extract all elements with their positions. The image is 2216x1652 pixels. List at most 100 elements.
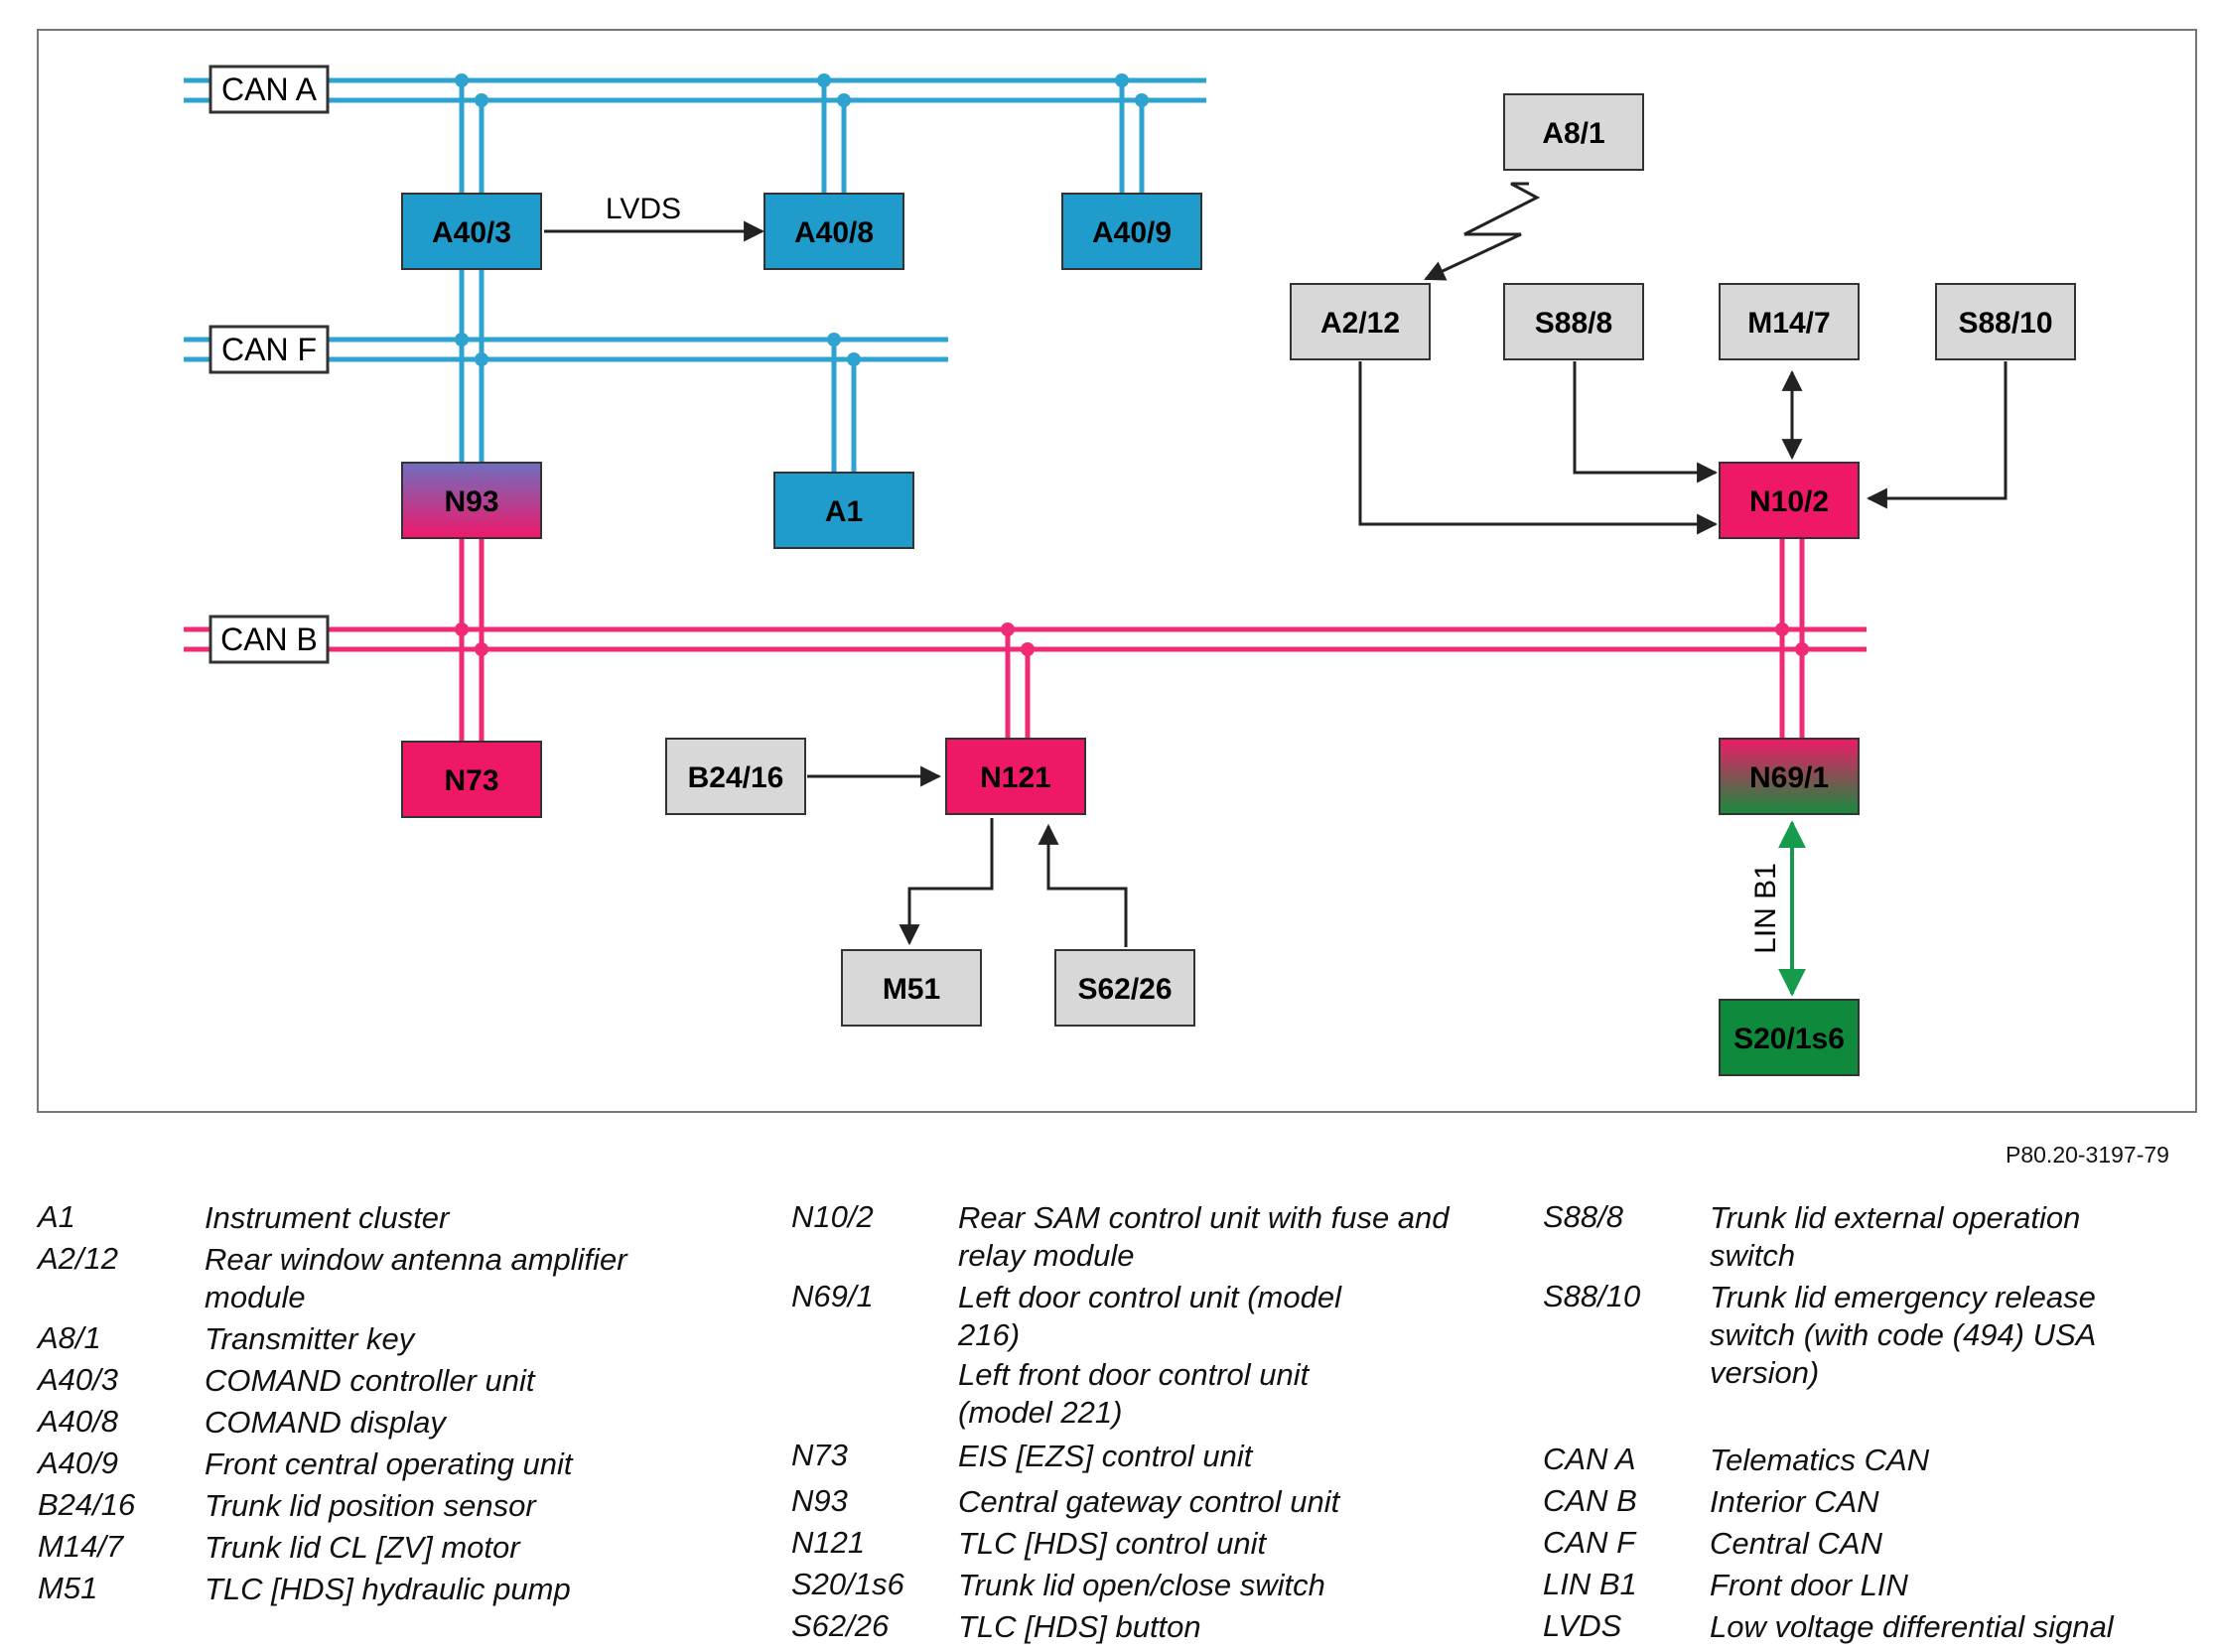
node-s88-8: S88/8 [1503,283,1644,360]
legend-desc: COMAND display [205,1405,446,1440]
legend-desc: COMAND controller unit [205,1363,535,1398]
node-a40-9: A40/9 [1061,193,1202,270]
legend-code: LIN B1 [1543,1567,1637,1601]
legend-code: N69/1 [791,1279,874,1313]
node-a40-8: A40/8 [763,193,904,270]
can-b-bus [184,539,1867,742]
svg-text:A40/9: A40/9 [1092,216,1172,249]
svg-text:N121: N121 [980,761,1051,794]
legend-code: CAN A [1543,1442,1636,1476]
diagram-frame [37,29,2197,1113]
node-a2-12: A2/12 [1290,283,1431,360]
node-s20-1s6: S20/1s6 [1719,999,1860,1076]
svg-text:A1: A1 [825,495,863,528]
legend-desc: Left front door control unit (model 221) [958,1357,1310,1430]
node-m14-7: M14/7 [1719,283,1860,360]
legend-desc: Rear window antenna amplifier module [205,1242,627,1314]
node-s88-10: S88/10 [1935,283,2076,360]
legend-desc: Trunk lid external operation switch [1710,1200,2081,1273]
svg-text:M14/7: M14/7 [1747,307,1830,340]
legend-desc: EIS [EZS] control unit [958,1439,1253,1473]
svg-text:S88/8: S88/8 [1535,307,1612,340]
legend-code: A40/8 [38,1404,119,1439]
legend-code: CAN B [1543,1483,1637,1518]
legend-desc: Trunk lid CL [ZV] motor [205,1530,520,1565]
legend-desc: TLC [HDS] hydraulic pump [205,1572,571,1606]
svg-text:N69/1: N69/1 [1749,761,1829,794]
svg-text:CAN A: CAN A [221,71,318,107]
legend-desc: TLC [HDS] button [958,1609,1201,1644]
legend-desc: Transmitter key [205,1321,415,1356]
can-a-label: CAN A [208,65,330,114]
signal-wires [807,182,2008,947]
legend-code: A40/9 [38,1446,119,1480]
can-a-bus [184,77,1206,194]
legend-code: B24/16 [38,1487,136,1522]
figure-reference: P80.20-3197-79 [2006,1142,2169,1168]
svg-text:A2/12: A2/12 [1320,307,1400,340]
legend-desc: TLC [HDS] control unit [958,1526,1267,1561]
svg-text:A40/3: A40/3 [432,216,511,249]
node-a1: A1 [773,472,914,549]
legend-code: M51 [38,1571,98,1605]
legend-code: A2/12 [38,1241,119,1276]
legend-desc: Left door control unit (model 216) [958,1280,1341,1352]
legend-desc: Telematics CAN [1710,1443,1930,1477]
legend-desc: Trunk lid emergency release switch (with… [1710,1280,2096,1390]
legend-code: A40/3 [38,1362,119,1397]
node-n73: N73 [401,741,542,818]
legend-code: M14/7 [38,1529,124,1564]
legend-code: LVDS [1543,1608,1622,1643]
node-n10-2: N10/2 [1719,462,1860,539]
can-b-junctions [455,622,1809,656]
legend-code: S88/8 [1543,1199,1624,1234]
lvds-label: LVDS [606,193,681,225]
svg-text:N10/2: N10/2 [1749,485,1829,518]
legend-desc: Trunk lid open/close switch [958,1568,1325,1602]
legend-code: A8/1 [38,1320,101,1355]
can-f-junctions [455,333,861,366]
legend-code: S20/1s6 [791,1567,904,1601]
legend-code: A1 [38,1199,75,1234]
legend-code: S62/26 [791,1608,890,1643]
legend-desc: Central CAN [1710,1526,1882,1561]
svg-text:S62/26: S62/26 [1077,973,1172,1006]
svg-text:M51: M51 [883,973,940,1006]
svg-text:S88/10: S88/10 [1958,307,2052,340]
can-f-label: CAN F [208,325,330,374]
node-n69-1: N69/1 [1719,738,1860,815]
legend-desc: Front central operating unit [205,1446,573,1481]
legend-code: S88/10 [1543,1279,1641,1313]
legend-code: N121 [791,1525,866,1560]
node-a40-3: A40/3 [401,193,542,270]
node-a8-1: A8/1 [1503,93,1644,171]
node-m51: M51 [841,949,982,1027]
legend-code: N10/2 [791,1199,874,1234]
legend-code: N93 [791,1483,848,1518]
node-b24-16: B24/16 [665,738,806,815]
legend-code: CAN F [1543,1525,1635,1560]
svg-text:CAN B: CAN B [220,621,318,657]
legend-desc: Rear SAM control unit with fuse and rela… [958,1200,1450,1273]
legend-desc: Trunk lid position sensor [205,1488,536,1523]
lin-b1-label: LIN B1 [1749,863,1782,954]
svg-text:B24/16: B24/16 [688,761,784,794]
svg-text:N73: N73 [444,764,498,797]
can-a-junctions [455,73,1149,107]
node-n93: N93 [401,462,542,539]
svg-text:S20/1s6: S20/1s6 [1733,1023,1845,1055]
node-n121: N121 [945,738,1086,815]
legend-desc: Front door LIN [1710,1568,1908,1602]
node-s62-26: S62/26 [1054,949,1195,1027]
legend-desc: Central gateway control unit [958,1484,1340,1519]
svg-text:N93: N93 [444,485,498,518]
can-b-label: CAN B [208,615,330,664]
legend-code: N73 [791,1438,848,1472]
svg-text:CAN F: CAN F [221,332,317,367]
legend-desc: Interior CAN [1710,1484,1879,1519]
legend-desc: Low voltage differential signal [1710,1609,2114,1644]
legend-desc: Instrument cluster [205,1200,450,1235]
svg-text:A8/1: A8/1 [1542,117,1604,150]
svg-text:A40/8: A40/8 [794,216,874,249]
